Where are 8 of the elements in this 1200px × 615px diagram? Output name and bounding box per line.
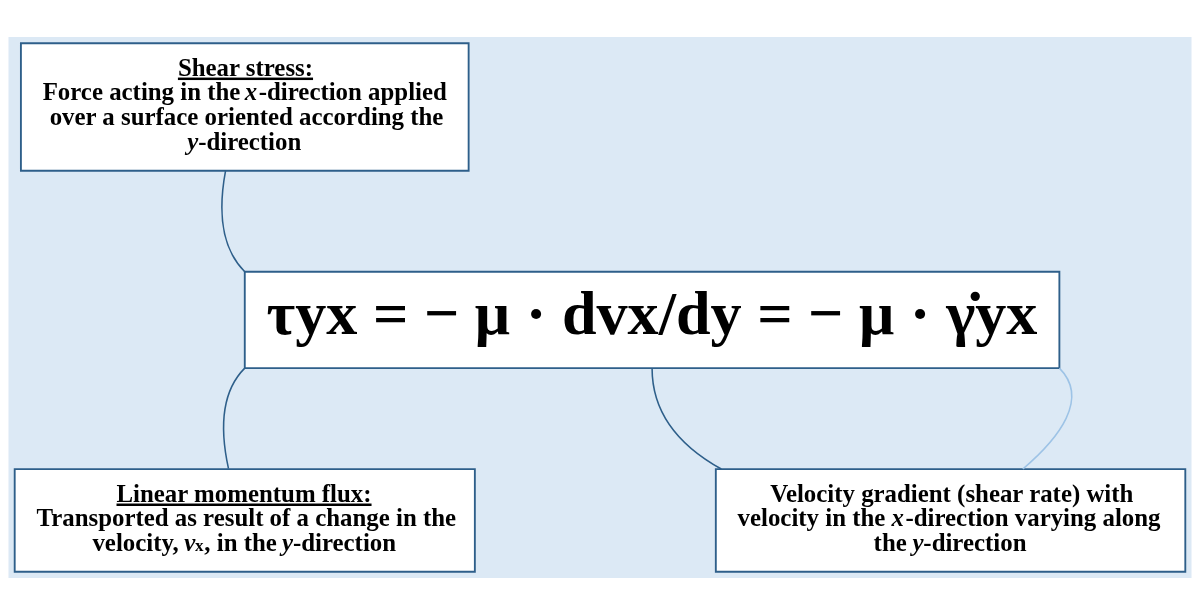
- node-box: Velocity gradient (shear rate) with velocity in the x-direction varying along the y-direction: [714, 468, 1187, 573]
- connector: [221, 170, 246, 273]
- connector: [223, 367, 246, 470]
- node-box: Linear momentum flux: Transported as result of a change in the velocity, vx, in the y-direction: [13, 468, 476, 573]
- connector: [651, 367, 723, 470]
- connector: [1022, 367, 1073, 470]
- node-box: Shear stress: Force acting in the x-direction applied over a surface oriented according the y-direction: [19, 42, 470, 172]
- node-box: τyx = − μ · dvx/dy = − μ · γ̇yx: [243, 270, 1061, 370]
